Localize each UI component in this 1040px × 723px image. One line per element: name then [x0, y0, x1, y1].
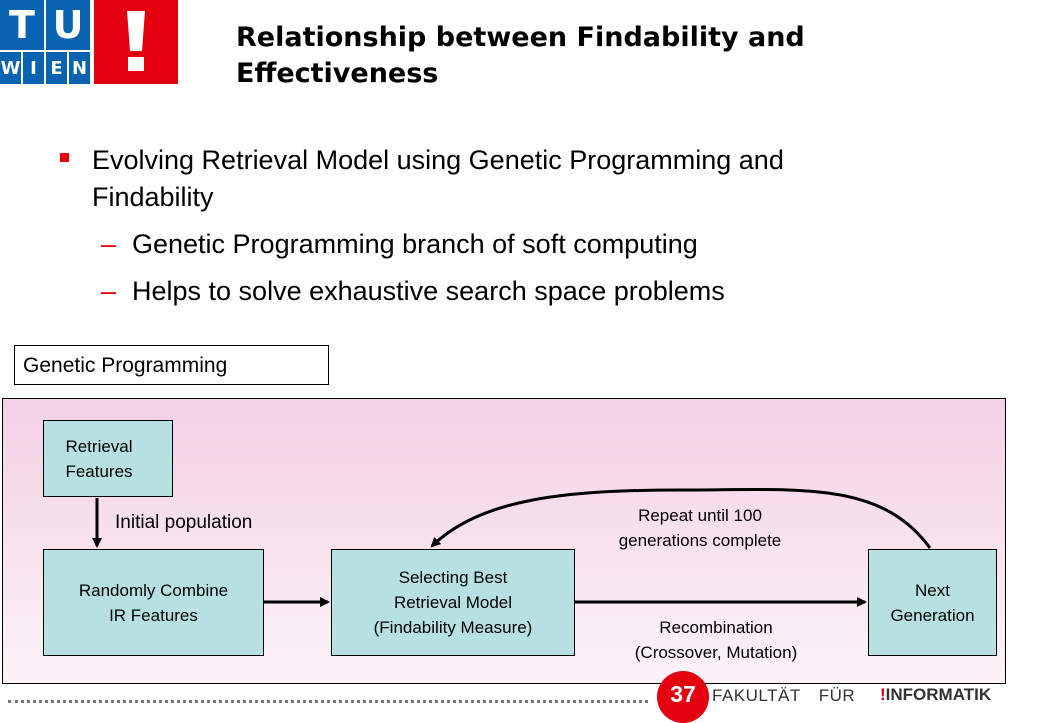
sub-bullet-1: – Genetic Programming branch of soft com… — [56, 226, 956, 263]
logo-letter-i: I — [23, 52, 44, 84]
sub-bullet-2: – Helps to solve exhaustive search space… — [56, 273, 956, 310]
node-text-line: Randomly Combine — [78, 580, 229, 600]
footer-dotted-line — [8, 700, 648, 703]
logo-letter-u: U — [46, 0, 90, 50]
logo-letter-e: E — [46, 52, 67, 84]
node-text-line: IR Features — [109, 605, 198, 625]
repeat-label-line: Repeat until 100 — [638, 506, 762, 525]
repeat-label-line: generations complete — [618, 531, 782, 550]
dash-bullet-icon: – — [101, 276, 117, 306]
genetic-programming-label: Genetic Programming — [14, 345, 329, 385]
recombination-label-line: (Crossover, Mutation) — [634, 643, 798, 662]
logo-letter-n: N — [69, 52, 90, 84]
bullet-main: Evolving Retrieval Model using Genetic P… — [56, 142, 956, 216]
node-text-line: Selecting Best — [398, 568, 508, 587]
page-number: 37 — [657, 671, 709, 723]
sub-bullet-text: Helps to solve exhaustive search space p… — [132, 276, 725, 306]
slide-title: Relationship between Findability and Eff… — [236, 20, 936, 92]
dash-bullet-icon: – — [101, 229, 117, 259]
node-text-line: Generation — [890, 605, 975, 625]
footer-informatik: !INFORMATIK — [880, 685, 991, 705]
recombination-label: Recombination (Crossover, Mutation) — [596, 615, 836, 665]
footer-bang: ! — [880, 685, 886, 704]
square-bullet-icon — [60, 153, 69, 162]
node-selecting-best: Selecting Best Retrieval Model (Findabil… — [331, 549, 575, 656]
node-next-generation: Next Generation — [868, 549, 997, 656]
node-text-line: (Findability Measure) — [373, 618, 533, 637]
footer-fur-word: FÜR — [818, 686, 856, 705]
exclamation-logo-icon — [94, 0, 178, 84]
bullet-main-line-1: Evolving Retrieval Model using Genetic P… — [92, 145, 784, 175]
footer-fakultat: FAKULTÄT FÜR — [712, 686, 855, 706]
slide-title-line-2: Effectiveness — [236, 58, 439, 89]
recombination-label-line: Recombination — [659, 618, 773, 637]
logo-letter-t: T — [0, 0, 44, 50]
node-text-line: Retrieval Model — [393, 593, 513, 612]
sub-bullet-text: Genetic Programming branch of soft compu… — [132, 229, 698, 259]
slide-title-line-1: Relationship between Findability and — [236, 22, 805, 53]
repeat-label: Repeat until 100 generations complete — [580, 503, 820, 553]
logo-letter-w: W — [0, 52, 21, 84]
bullet-list: Evolving Retrieval Model using Genetic P… — [56, 142, 956, 310]
node-text-line: Features — [65, 461, 133, 481]
footer-informatik-word: INFORMATIK — [885, 685, 992, 704]
node-text-line: Retrieval — [65, 436, 133, 456]
node-retrieval-features: Retrieval Features — [43, 420, 173, 497]
bullet-main-line-2: Findability — [92, 182, 214, 212]
tu-wien-logo: T U W I E N — [0, 0, 178, 86]
node-text-line: Next — [915, 580, 950, 600]
node-randomly-combine: Randomly Combine IR Features — [43, 549, 264, 656]
footer-fakultat-word: FAKULTÄT — [712, 686, 801, 705]
initial-population-label: Initial population — [115, 512, 253, 533]
